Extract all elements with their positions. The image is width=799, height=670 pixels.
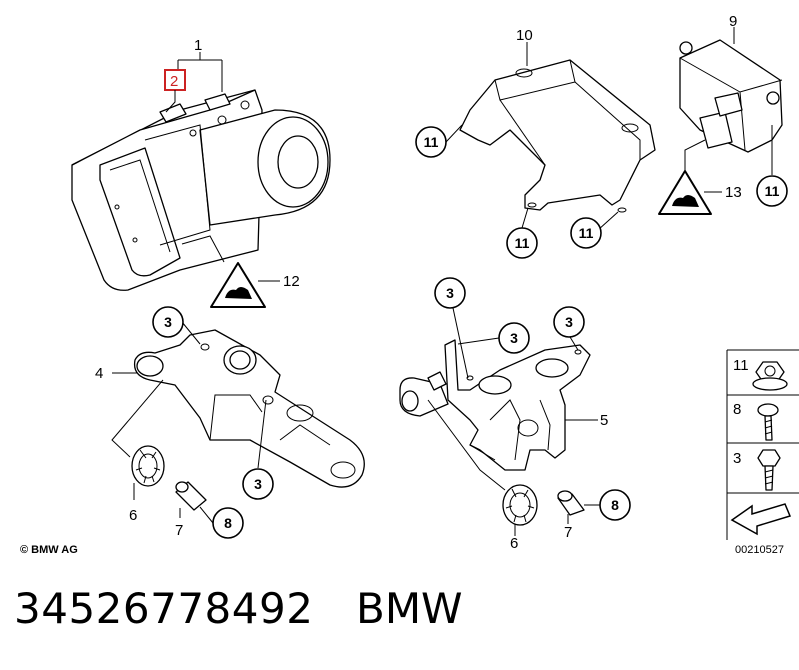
callout-11[interactable]: 11 — [756, 125, 788, 207]
label-item-10: 10 — [516, 27, 533, 44]
svg-text:3: 3 — [164, 314, 172, 330]
svg-text:3: 3 — [446, 285, 454, 301]
svg-text:3: 3 — [565, 314, 573, 330]
label-item-13: 13 — [725, 184, 742, 201]
label-item-6: 6 — [510, 535, 518, 552]
label-item-7: 7 — [175, 522, 183, 539]
bushing-item-6 — [131, 445, 165, 487]
callout-3[interactable]: 3 — [457, 322, 530, 354]
screw-icon — [757, 403, 779, 441]
label-item-1: 1 — [194, 37, 202, 54]
legend-label-8: 8 — [733, 401, 741, 418]
callout-3[interactable]: 3 — [553, 306, 585, 351]
svg-text:11: 11 — [765, 183, 780, 199]
diagram-code: 00210527 — [735, 544, 784, 556]
warning-triangle-icon — [210, 262, 266, 308]
svg-text:8: 8 — [611, 497, 619, 513]
label-item-4: 4 — [95, 365, 103, 382]
bushing-item-6 — [502, 484, 538, 526]
legend-label-3: 3 — [733, 450, 741, 467]
svg-text:11: 11 — [579, 225, 594, 241]
callout-8[interactable]: 8 — [584, 489, 631, 521]
callout-3[interactable]: 3 — [152, 306, 201, 345]
svg-text:3: 3 — [510, 330, 518, 346]
bracket-item-10 — [459, 59, 656, 213]
label-item-5: 5 — [600, 412, 608, 429]
brand-name: BMW — [356, 584, 463, 633]
svg-text:3: 3 — [254, 476, 262, 492]
sleeve-item-7 — [175, 481, 207, 511]
label-item-12: 12 — [283, 273, 300, 290]
sleeve-item-7 — [557, 490, 585, 516]
callout-3[interactable]: 3 — [242, 399, 274, 500]
label-item-7: 7 — [564, 524, 572, 541]
flange-nut-icon — [752, 361, 788, 391]
label-item-9: 9 — [729, 13, 737, 30]
copyright-text: © BMW AG — [20, 544, 78, 556]
bracket-item-5 — [399, 339, 591, 471]
part-number: 34526778492 — [14, 584, 314, 633]
callout-11[interactable]: 11 — [415, 124, 463, 158]
hex-bolt-icon — [757, 449, 781, 491]
svg-text:11: 11 — [424, 134, 439, 150]
warning-triangle-icon — [658, 170, 712, 215]
callout-8[interactable]: 8 — [199, 506, 244, 539]
label-item-6: 6 — [129, 507, 137, 524]
callout-11[interactable]: 11 — [506, 207, 538, 259]
legend-label-11: 11 — [733, 357, 749, 374]
fastener-legend: 11 8 3 00210527 — [726, 349, 799, 556]
bracket-item-4 — [133, 329, 365, 488]
sensor-module-item-9 — [679, 39, 783, 153]
svg-text:8: 8 — [224, 515, 232, 531]
abs-hydraulic-unit — [71, 52, 331, 291]
svg-text:11: 11 — [515, 235, 530, 251]
arrow-icon — [730, 503, 792, 536]
callout-11[interactable]: 11 — [570, 211, 619, 249]
label-item-2[interactable]: 2 — [170, 73, 178, 90]
callout-3[interactable]: 3 — [434, 277, 469, 379]
